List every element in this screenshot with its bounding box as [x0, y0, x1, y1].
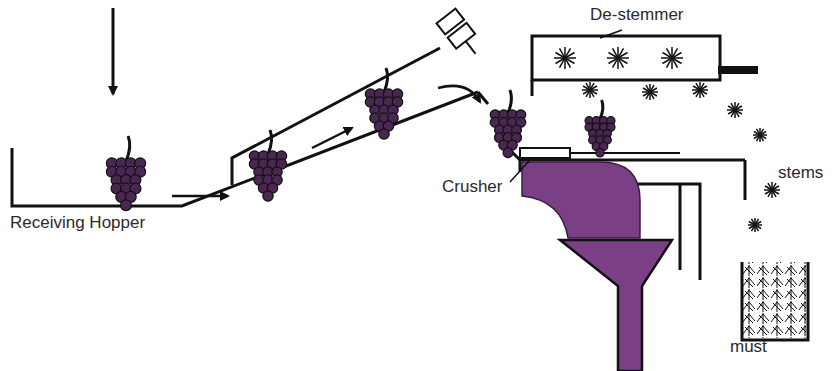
hopper-conveyor-bottom [12, 92, 478, 206]
crusher-trough [500, 140, 745, 160]
stems-pile [742, 262, 806, 338]
paddle-stroke [662, 53, 681, 64]
stems-bin [742, 262, 808, 340]
part-label: Receiving Hopper [8, 214, 147, 233]
crusher-roller [520, 148, 570, 158]
paddle-stroke [643, 88, 657, 96]
paddle-stroke [749, 222, 761, 229]
conveyor-drive [437, 9, 485, 62]
paddle-stroke [728, 106, 742, 114]
grape-stem [126, 136, 130, 161]
part-label: stems [776, 164, 825, 183]
flow-arrow [438, 86, 480, 102]
destemmer-housing [532, 36, 720, 80]
part-label: De-stemmer [588, 6, 686, 25]
paddle-stroke [555, 53, 574, 64]
paddle-stroke [608, 53, 627, 64]
destemmer-paddles [554, 47, 780, 232]
destemmer-shaft [718, 66, 758, 74]
grape-berry [503, 148, 513, 158]
conveyor-top [232, 48, 440, 185]
part-label: must [728, 338, 769, 357]
flow-arrow [312, 128, 352, 148]
must-flow [522, 162, 640, 238]
paddle-stroke [765, 186, 779, 194]
grape-berry [121, 200, 132, 211]
paddle-stroke [583, 86, 597, 94]
leader-line [600, 30, 622, 38]
paddle-stroke [693, 86, 707, 94]
grape-berry [596, 149, 604, 157]
leader-line [510, 160, 530, 182]
crusher-shaft [570, 152, 680, 154]
grape-berry [379, 129, 389, 139]
paddle-stroke [754, 132, 766, 139]
grape-berry [263, 191, 273, 201]
part-label: Crusher [440, 178, 504, 197]
destemmer-wall [531, 80, 534, 96]
feed-arrow [112, 8, 115, 94]
flow-arrow [172, 195, 228, 198]
grape-clusters [106, 68, 615, 211]
must-funnel [560, 240, 672, 371]
